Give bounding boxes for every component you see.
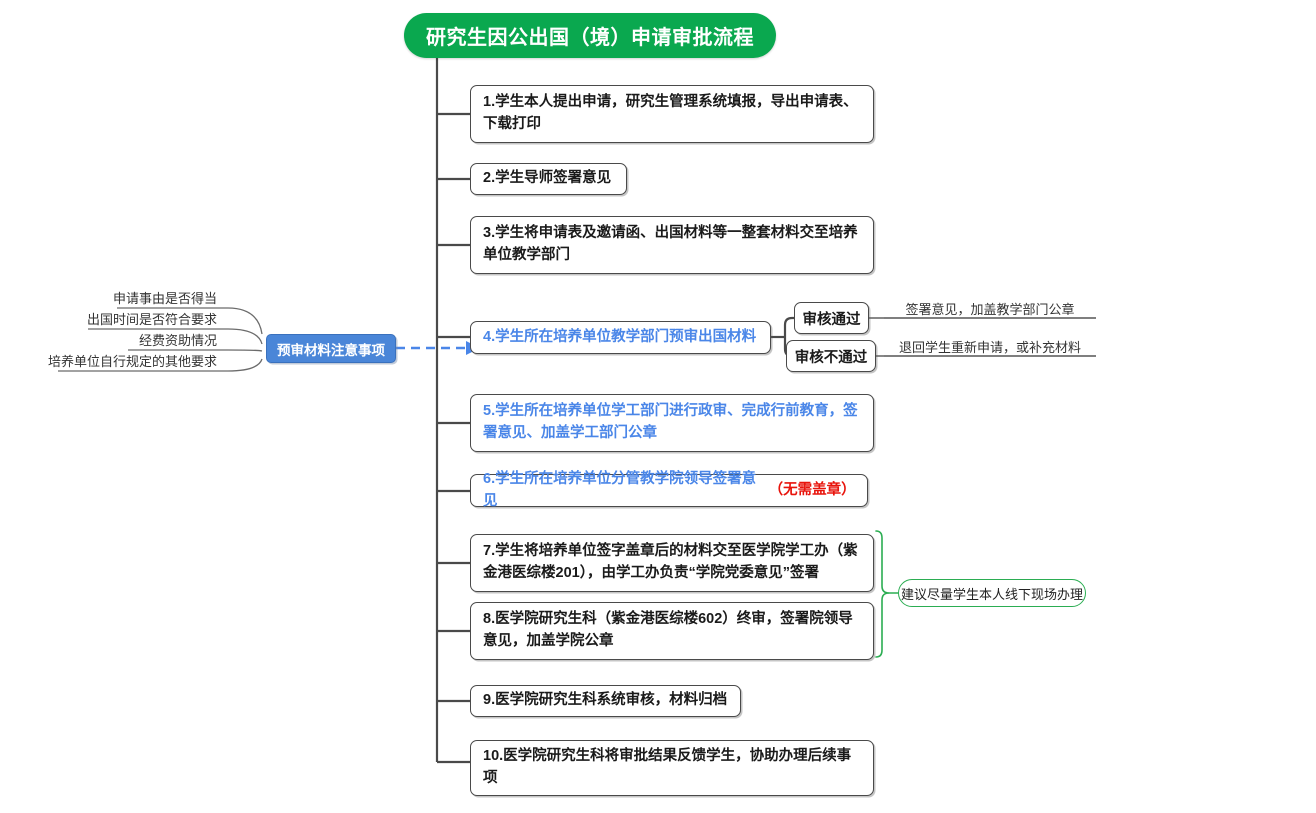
step-box-7[interactable]: 7.学生将培养单位签字盖章后的材料交至医学院学工办（紫金港医综楼201），由学工… <box>470 534 874 592</box>
preaudit-note-box[interactable]: 预审材料注意事项 <box>266 334 396 363</box>
step-4-text: 4.学生所在培养单位教学部门预审出国材料 <box>483 328 757 345</box>
preaudit-item-4: 培养单位自行规定的其他要求 <box>0 353 217 370</box>
branch-annotation-fail: 退回学生重新申请，或补充材料 <box>898 340 1081 355</box>
step-box-2[interactable]: 2.学生导师签署意见 <box>470 163 627 195</box>
step-7-text: 7.学生将培养单位签字盖章后的材料交至医学院学工办（紫金港医综楼201），由学工… <box>483 543 858 581</box>
decision-pass-label: 审核通过 <box>802 311 861 328</box>
step-box-1[interactable]: 1.学生本人提出申请，研究生管理系统填报，导出申请表、下载打印 <box>470 85 874 143</box>
page-title: 研究生因公出国（境）申请审批流程 <box>404 13 776 58</box>
step-box-6[interactable]: 6.学生所在培养单位分管教学院领导签署意见 （无需盖章） <box>470 471 868 509</box>
step-8-text: 8.医学院研究生科（紫金港医综楼602）终审，签署院领导意见，加盖学院公章 <box>483 611 853 649</box>
step-box-10[interactable]: 10.医学院研究生科将审批结果反馈学生，协助办理后续事项 <box>470 740 874 796</box>
step-5-text: 5.学生所在培养单位学工部门进行政审、完成行前教育，签署意见、加盖学工部门公章 <box>483 403 858 441</box>
decision-box-fail[interactable]: 审核不通过 <box>786 340 876 372</box>
dashed-arrow-to-step4 <box>396 341 480 355</box>
decision-fail-label: 审核不通过 <box>794 349 868 366</box>
step-box-3[interactable]: 3.学生将申请表及邀请函、出国材料等一整套材料交至培养单位教学部门 <box>470 216 874 274</box>
step-box-9[interactable]: 9.医学院研究生科系统审核，材料归档 <box>470 685 741 717</box>
preaudit-note-label: 预审材料注意事项 <box>277 342 385 358</box>
preaudit-item-1-label: 申请事由是否得当 <box>112 291 217 306</box>
step-box-8[interactable]: 8.医学院研究生科（紫金港医综楼602）终审，签署院领导意见，加盖学院公章 <box>470 602 874 660</box>
group-note-label: 建议尽量学生本人线下现场办理 <box>901 586 1084 602</box>
preaudit-item-1: 申请事由是否得当 <box>0 290 217 307</box>
step-3-text: 3.学生将申请表及邀请函、出国材料等一整套材料交至培养单位教学部门 <box>483 225 858 263</box>
step-10-text: 10.医学院研究生科将审批结果反馈学生，协助办理后续事项 <box>483 748 852 786</box>
branch-annotation-pass: 签署意见，加盖教学部门公章 <box>905 302 1075 317</box>
preaudit-item-2-label: 出国时间是否符合要求 <box>86 312 217 327</box>
group-note-pill[interactable]: 建议尽量学生本人线下现场办理 <box>898 579 1086 607</box>
preaudit-item-2: 出国时间是否符合要求 <box>0 311 217 328</box>
decision-box-pass[interactable]: 审核通过 <box>794 302 869 334</box>
step-6-red-note: （无需盖章） <box>768 481 856 498</box>
step-2-text: 2.学生导师签署意见 <box>483 170 612 187</box>
step-box-5[interactable]: 5.学生所在培养单位学工部门进行政审、完成行前教育，签署意见、加盖学工部门公章 <box>470 394 874 452</box>
preaudit-item-3: 经费资助情况 <box>0 332 217 349</box>
step-box-4[interactable]: 4.学生所在培养单位教学部门预审出国材料 <box>470 321 771 354</box>
preaudit-item-4-label: 培养单位自行规定的其他要求 <box>47 354 217 369</box>
step-6-text: 6.学生所在培养单位分管教学院领导签署意见 <box>483 470 757 509</box>
step-1-text: 1.学生本人提出申请，研究生管理系统填报，导出申请表、下载打印 <box>483 94 858 132</box>
group-brace <box>875 530 890 658</box>
preaudit-item-3-label: 经费资助情况 <box>138 333 217 348</box>
step-9-text: 9.医学院研究生科系统审核，材料归档 <box>483 692 728 709</box>
